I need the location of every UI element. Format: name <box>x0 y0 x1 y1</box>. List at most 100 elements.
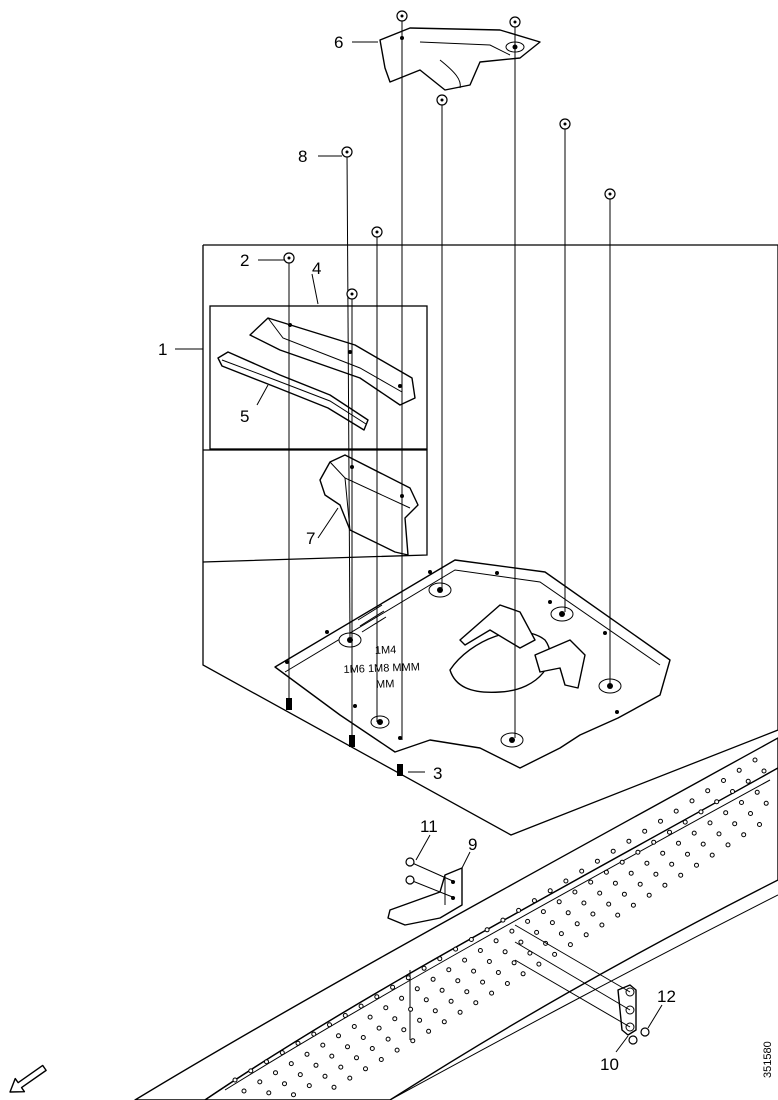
rail-hole <box>500 917 506 923</box>
part-4-bracket <box>249 317 416 406</box>
rail-hole <box>678 872 684 878</box>
rail-hole <box>567 942 573 948</box>
rail-hole <box>414 986 420 992</box>
rail-hole <box>306 1083 312 1089</box>
rail-hole <box>716 831 722 837</box>
rail-hole <box>493 938 499 944</box>
nut-icon <box>396 10 408 22</box>
rail-hole <box>651 839 657 845</box>
nut-icon <box>436 94 448 106</box>
rail-hole <box>739 800 744 805</box>
part-6-top-bracket <box>379 27 541 91</box>
rail-hole <box>752 757 758 763</box>
part-10-bracket <box>617 984 637 1036</box>
rail-hole <box>698 809 704 815</box>
plate-marking-line-1: 1M4 <box>375 644 397 657</box>
rail-hole <box>367 1014 373 1020</box>
rail-hole <box>603 869 609 875</box>
plate-marking-line-3: MM <box>376 678 395 691</box>
rail-hole <box>565 910 571 916</box>
callout-5: 5 <box>240 407 249 426</box>
rail-hole <box>730 789 735 794</box>
callout-10: 10 <box>600 1055 619 1074</box>
nut-icon <box>405 875 415 885</box>
rail-hole <box>392 1016 398 1022</box>
rail-hole <box>489 990 495 996</box>
rail-hole <box>682 819 688 825</box>
rail-hole <box>642 828 648 834</box>
rail-hole <box>761 768 767 774</box>
rail-hole <box>669 861 675 867</box>
rail-hole <box>471 968 477 974</box>
part-7-support <box>319 454 419 556</box>
rail-hole <box>426 1028 432 1034</box>
rail-hole <box>297 1072 303 1078</box>
callout-1: 1 <box>158 340 167 359</box>
rail-hole <box>273 1070 278 1076</box>
rail-hole <box>725 842 731 848</box>
rail-hole <box>473 1000 479 1006</box>
rail-hole <box>336 1033 341 1039</box>
inset-box-bracket <box>209 305 428 450</box>
rail-hole <box>378 1057 384 1062</box>
rail-hole <box>331 1084 337 1090</box>
rail-hole <box>615 912 621 918</box>
rail-hole <box>320 1042 326 1048</box>
rail-hole <box>441 1019 447 1025</box>
rail-hole <box>520 971 526 977</box>
rail-hole <box>480 979 486 985</box>
bolt-head-icon <box>286 698 292 710</box>
rail-hole <box>358 1003 364 1009</box>
rail-hole <box>635 849 641 855</box>
rail-hole <box>676 840 681 846</box>
callout-leaders <box>175 41 663 1053</box>
callout-7: 7 <box>306 529 315 548</box>
rail-hole <box>590 911 596 917</box>
rail-hole <box>257 1079 263 1085</box>
rail-hole <box>468 937 474 942</box>
rail-hole <box>457 1009 463 1015</box>
rail-hole <box>351 1024 357 1029</box>
rail-hole <box>511 960 517 966</box>
part-9-small-bracket <box>387 867 463 926</box>
rail-hole <box>619 859 625 865</box>
rail-hole <box>322 1073 328 1079</box>
rail-hole <box>581 900 587 906</box>
rail-hole <box>383 1005 389 1011</box>
rail-hole <box>462 957 468 963</box>
rail-hole <box>304 1051 310 1057</box>
rail-hole <box>421 965 427 971</box>
callout-6: 6 <box>334 33 343 52</box>
rail-hole <box>610 848 616 854</box>
rail-hole <box>588 879 594 885</box>
rail-hole <box>248 1068 254 1074</box>
rail-hole <box>282 1081 287 1087</box>
rail-hole <box>311 1031 317 1037</box>
rail-hole <box>709 852 715 858</box>
rail-hole <box>754 789 760 795</box>
callout-4: 4 <box>312 259 321 278</box>
nut-icon <box>559 118 571 130</box>
rail-hole <box>558 931 564 937</box>
rail-hole <box>288 1061 294 1067</box>
rail-hole <box>264 1059 269 1065</box>
rail-hole <box>477 948 483 953</box>
rail-hole <box>518 939 524 945</box>
rail-hole <box>694 862 699 868</box>
rail-holes <box>232 757 769 1098</box>
rail-hole <box>464 989 470 995</box>
rail-hole <box>446 967 452 973</box>
rail-hole <box>536 961 542 967</box>
rail-hole <box>658 818 663 824</box>
rail-hole <box>531 898 537 904</box>
plate-marking: 1M4 1M6 1M8 MMM MM <box>343 644 420 691</box>
rail-hole <box>563 878 569 884</box>
rail-hole <box>516 907 522 913</box>
rail-hole <box>369 1046 375 1051</box>
rail-hole <box>525 918 531 924</box>
callout-2: 2 <box>240 251 249 270</box>
rail-hole <box>291 1092 296 1098</box>
rail-hole <box>628 870 634 876</box>
rail-hole <box>662 882 668 888</box>
